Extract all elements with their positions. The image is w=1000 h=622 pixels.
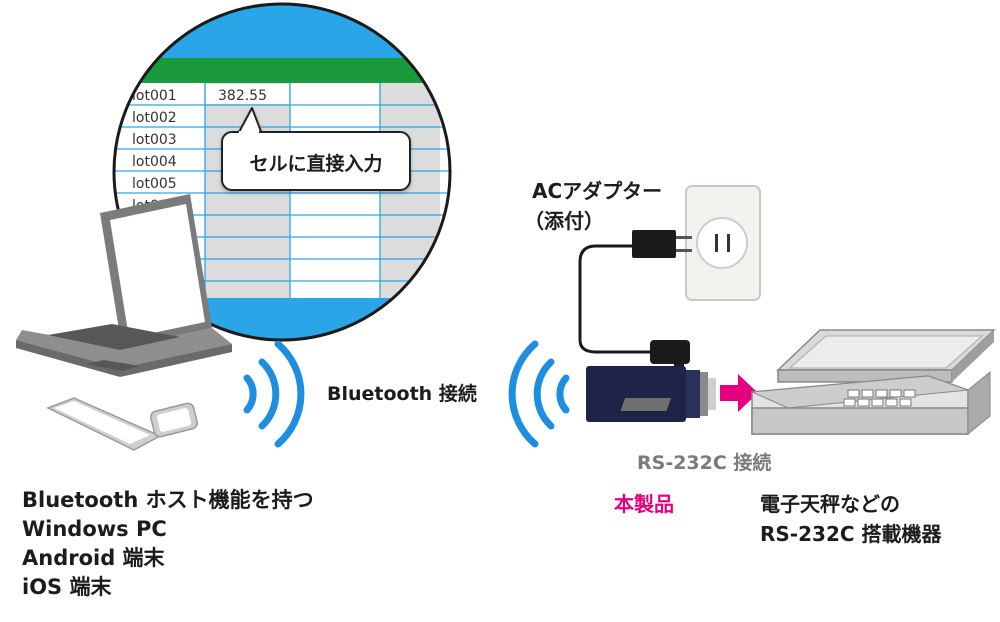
electronic-scale-icon: [620, 329, 996, 436]
row-label: lot001: [132, 88, 177, 104]
tablet-icon: [46, 397, 162, 451]
power-cable: [578, 244, 660, 354]
host-caption-line: Bluetooth ホスト機能を持つ: [22, 488, 314, 512]
product-device-icon: [586, 366, 716, 422]
ac-adapter-icon: [632, 230, 692, 258]
laptop-icon: [16, 194, 232, 377]
rs232c-connection-label: RS-232C 接続: [637, 451, 771, 474]
ac-adapter-note: （添付）: [524, 209, 604, 233]
callout-text: セルに直接入力: [249, 152, 382, 175]
callout-bubble: [221, 107, 411, 191]
row-label: lot005: [132, 176, 177, 192]
sheet-header-green: [114, 58, 450, 83]
dc-plug-icon: [650, 340, 690, 370]
row-label: lot002: [132, 110, 177, 126]
wireless-waves-right-icon: [508, 340, 570, 448]
host-device-caption: Bluetooth ホスト機能を持つ Windows PC Android 端末…: [22, 486, 314, 602]
host-caption-line: Windows PC: [22, 517, 167, 541]
connection-arrow-icon: [720, 374, 758, 412]
ac-adapter-label: ACアダプター: [532, 179, 662, 203]
row-label: lot003: [132, 132, 177, 148]
sheet-header-blue: [114, 4, 450, 58]
cell-value: 382.55: [218, 88, 267, 104]
wall-outlet-icon: [685, 185, 761, 301]
device-label-line1: 電子天秤などの: [760, 492, 900, 516]
smartphone-icon: [150, 402, 198, 438]
product-label: 本製品: [614, 492, 674, 516]
wireless-waves-left-icon: [243, 340, 305, 448]
row-label: lot004: [132, 154, 177, 170]
host-caption-line: iOS 端末: [22, 575, 112, 599]
bluetooth-connection-label: Bluetooth 接続: [327, 382, 477, 405]
host-caption-line: Android 端末: [22, 546, 165, 570]
device-label-line2: RS-232C 搭載機器: [760, 522, 942, 546]
